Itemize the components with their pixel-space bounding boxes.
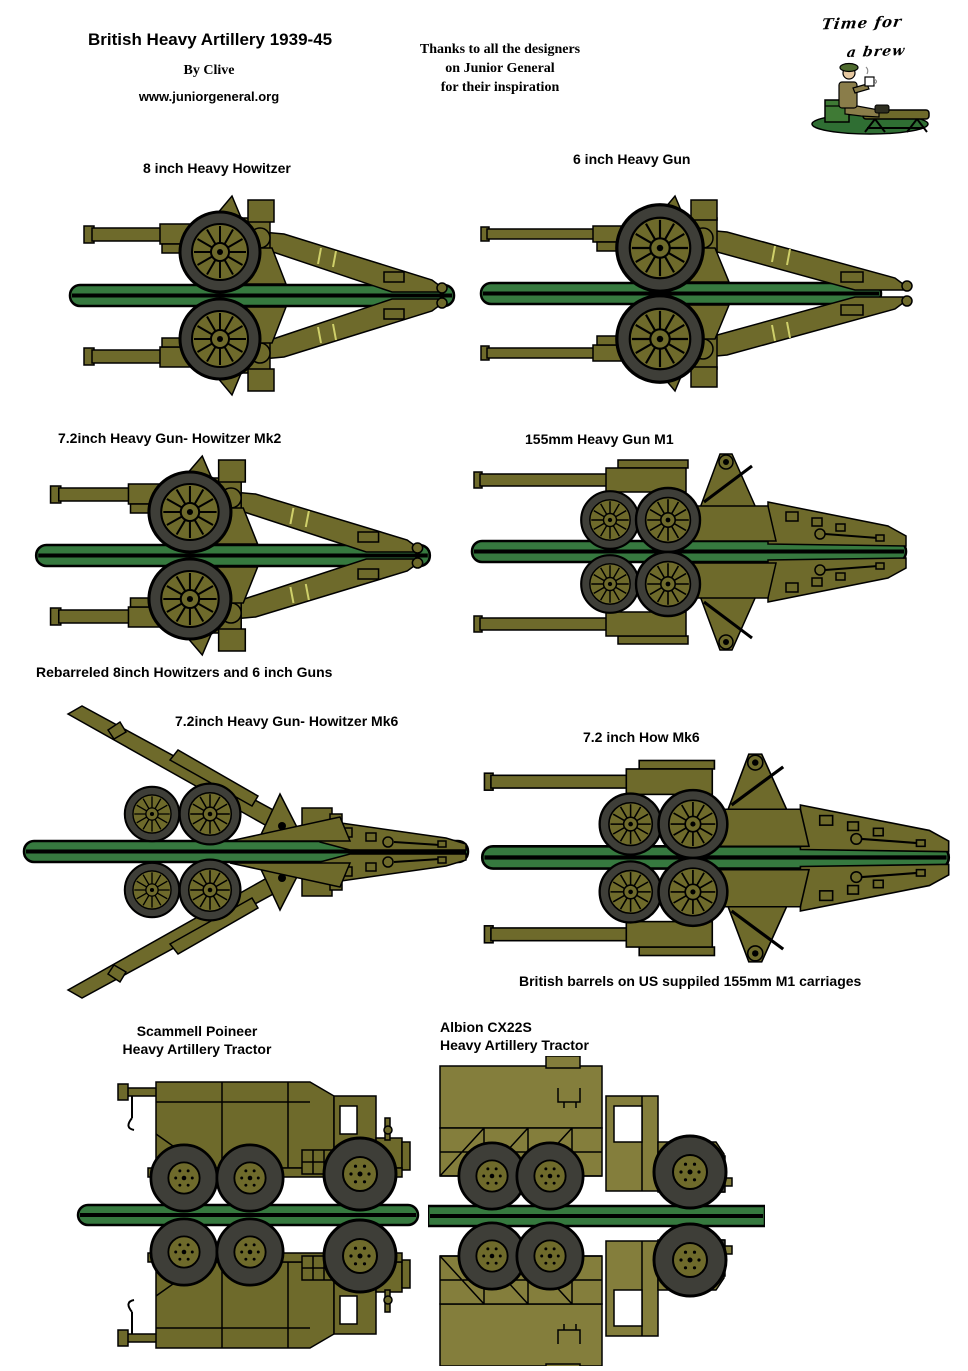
tractor-top xyxy=(118,1082,410,1211)
note-rebarreled: Rebarreled 8inch Howitzers and 6 inch Gu… xyxy=(36,664,333,680)
artillery-mirror xyxy=(84,298,447,395)
unit-label-6inch-gun: 6 inch Heavy Gun xyxy=(573,151,691,167)
unit-label-albion: Albion CX22S Heavy Artillery Tractor xyxy=(440,1018,589,1054)
page-title: British Heavy Artillery 1939-45 xyxy=(88,30,333,49)
thanks-note: Thanks to all the designers on Junior Ge… xyxy=(372,40,628,97)
artillery-mirror xyxy=(481,296,912,391)
unit-label-mk2: 7.2inch Heavy Gun- Howitzer Mk2 xyxy=(58,430,282,446)
artillery-mirror xyxy=(68,854,466,998)
unit-label-scammell: Scammell Poineer Heavy Artillery Tractor xyxy=(97,1022,297,1058)
unit-label-how-mk6: 7.2 inch How Mk6 xyxy=(583,729,700,745)
tractor-mirror xyxy=(118,1219,410,1348)
cartoon-caption-line1: Time for xyxy=(820,12,904,34)
artillery-mirror xyxy=(474,552,906,650)
website-text: www.juniorgeneral.org xyxy=(138,89,280,104)
artillery-mirror xyxy=(51,558,423,655)
soldier-brew-cartoon xyxy=(811,62,930,135)
artillery-top xyxy=(51,456,423,553)
base-bar xyxy=(68,283,456,308)
figure-how-mk6 xyxy=(480,752,953,964)
unit-label-line: Scammell Poineer xyxy=(136,1023,258,1039)
base-bar xyxy=(428,1204,765,1228)
unit-label-mk6: 7.2inch Heavy Gun- Howitzer Mk6 xyxy=(175,713,399,729)
artillery-top xyxy=(68,706,466,850)
artillery-top xyxy=(484,754,948,858)
byline: By Clive xyxy=(183,63,235,78)
unit-label-line: Heavy Artillery Tractor xyxy=(440,1037,589,1053)
tractor-mirror xyxy=(440,1223,732,1366)
figure-6inch-gun xyxy=(479,186,953,401)
artillery-top xyxy=(474,454,906,552)
unit-label-line: Albion CX22S xyxy=(440,1019,532,1035)
figure-scammell-tractor xyxy=(76,1062,420,1368)
thanks-line: on Junior General xyxy=(445,61,555,76)
thanks-line: for their inspiration xyxy=(440,80,560,95)
figure-albion-tractor xyxy=(428,1056,765,1366)
unit-label-8inch-howitzer: 8 inch Heavy Howitzer xyxy=(143,160,291,176)
figure-72inch-mk2 xyxy=(34,448,432,663)
artillery-top xyxy=(481,196,912,291)
figure-72inch-mk6 xyxy=(22,702,470,1002)
note-british-barrels: British barrels on US suppiled 155mm M1 … xyxy=(519,973,862,989)
figure-8inch-howitzer xyxy=(68,188,456,403)
figure-155mm-gun xyxy=(470,452,910,652)
tractor-top xyxy=(440,1056,732,1209)
unit-label-155mm: 155mm Heavy Gun M1 xyxy=(525,431,674,447)
thanks-line: Thanks to all the designers xyxy=(419,42,581,57)
unit-label-line: Heavy Artillery Tractor xyxy=(122,1041,272,1057)
base-bar xyxy=(34,543,432,568)
artillery-top xyxy=(84,196,447,293)
artillery-mirror xyxy=(484,858,948,962)
